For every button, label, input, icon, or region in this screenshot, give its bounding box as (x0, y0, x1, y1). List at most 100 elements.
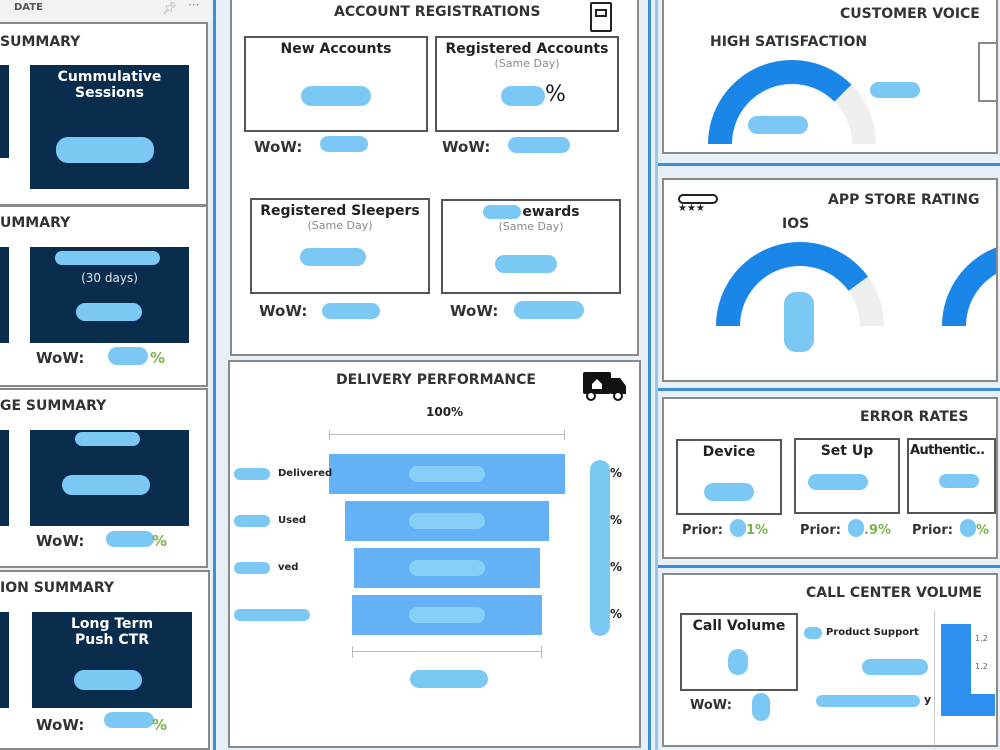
prior-label: Prior: (912, 523, 953, 538)
gauge-fill (716, 242, 868, 326)
redacted-value (108, 347, 148, 365)
delivery-performance-panel: DELIVERY PERFORMANCE 100% Delivered % Us… (228, 360, 641, 748)
partial-kpi-card (0, 247, 9, 343)
funnel-top-label: 100% (426, 405, 464, 419)
redacted-label (234, 468, 270, 480)
redacted-value (808, 474, 868, 490)
redacted-value (848, 519, 864, 537)
card-subtitle: (Same Day) (498, 220, 564, 233)
redacted-value (106, 531, 154, 547)
card-subtitle: (Same Day) (494, 57, 560, 70)
redacted-value (752, 693, 770, 721)
pin-icon[interactable]: 📌︎ (162, 1, 178, 15)
panel-title: GE SUMMARY (0, 398, 107, 414)
redacted-value (728, 649, 748, 675)
redacted-value (74, 670, 142, 690)
redacted-value (322, 303, 380, 319)
users-online-card: (30 days) (30, 247, 189, 343)
wow-label: WoW: (36, 532, 85, 550)
redacted-title (75, 432, 140, 446)
delivery-truck-icon (583, 372, 626, 401)
funnel-bar[interactable] (345, 501, 549, 541)
funnel-bar[interactable] (352, 595, 542, 635)
rewards-card: ewards(Same Day) (441, 199, 621, 294)
ios-rating-gauge (716, 242, 884, 326)
panel-title: UMMARY (0, 215, 71, 231)
redacted-label (234, 515, 270, 527)
redacted-value (62, 475, 150, 495)
redacted-label (234, 609, 310, 621)
funnel-top-bracket (329, 430, 565, 440)
funnel-pct-suffix: % (610, 560, 623, 574)
redacted-value (409, 560, 485, 576)
funnel-bar[interactable] (354, 548, 540, 588)
redacted-values (590, 460, 610, 636)
divider (658, 565, 1000, 568)
redacted-value (784, 292, 814, 352)
high-satisfaction-gauge (708, 59, 876, 144)
filter-header: DATE 📌︎ ··· (0, 0, 212, 20)
chart-bar (971, 694, 995, 716)
wow-label: WoW: (690, 698, 732, 713)
wow-label: WoW: (259, 302, 308, 320)
funnel-stage-label: Delivered (278, 468, 333, 479)
account-registrations-panel: ACCOUNT REGISTRATIONS New Accounts Regis… (230, 0, 639, 356)
card-label: Call Volume (692, 618, 786, 634)
device-error-card: Device (676, 439, 782, 515)
redacted-value (730, 519, 746, 537)
call-volume-card: Call Volume (680, 613, 798, 691)
panel-title: CALL CENTER VOLUME (806, 585, 982, 601)
setup-error-card: Set Up (794, 438, 900, 514)
wow-label: WoW: (442, 138, 491, 156)
card-label: ewards (522, 204, 580, 220)
card-label: Registered Sleepers (260, 203, 420, 219)
card-label: Registered Accounts (445, 41, 609, 57)
more-options-icon[interactable]: ··· (188, 0, 200, 12)
redacted-value (960, 519, 976, 537)
partial-kpi-card (0, 65, 9, 158)
registered-accounts-card: Registered Accounts(Same Day)% (435, 36, 619, 132)
divider (658, 163, 1000, 166)
kpi-card (30, 430, 189, 526)
funnel-pct-suffix: % (610, 513, 623, 527)
card-label: Authentic.. (910, 443, 985, 458)
second-rating-gauge (942, 247, 996, 326)
category-label: Product Support (826, 627, 919, 638)
divider (213, 0, 216, 750)
gauge-fill (942, 247, 996, 326)
redacted-target (870, 82, 920, 98)
panel-title: APP STORE RATING (828, 192, 980, 208)
redacted-value (409, 513, 485, 529)
redacted-value (300, 248, 366, 266)
panel-title: CUSTOMER VOICE (840, 6, 980, 22)
app-store-rating-panel: APP STORE RATING ★★★ IOS (662, 178, 998, 382)
chart-bar (941, 624, 971, 716)
axis-tick: 1.2 (975, 662, 988, 671)
redacted-value (748, 116, 808, 134)
wow-label: WoW: (36, 716, 85, 734)
redacted-value (301, 86, 371, 106)
panel-title: ERROR RATES (860, 409, 969, 425)
gauge-fill (708, 59, 852, 144)
prior-label: Prior: (682, 523, 723, 538)
summary-panel-2: UMMARY (30 days) WoW: % (0, 205, 208, 387)
redacted-label (816, 695, 920, 707)
funnel-bottom-bracket (352, 646, 542, 658)
wow-suffix: % (150, 349, 166, 367)
new-accounts-card: New Accounts (244, 36, 428, 132)
panel-title: SUMMARY (0, 34, 81, 50)
redacted-value (939, 474, 979, 488)
redacted-value (514, 301, 584, 319)
summary-panel-4: ION SUMMARY Long Term Push CTR WoW: % (0, 570, 210, 750)
funnel-bar[interactable] (329, 454, 565, 494)
panel-title: ION SUMMARY (0, 580, 115, 596)
card-label: Device (702, 444, 756, 460)
rating-stars-icon: ★★★ (678, 194, 718, 214)
partial-kpi-card (0, 430, 9, 526)
gauge-title: HIGH SATISFACTION (710, 34, 868, 50)
redacted-value (409, 466, 485, 482)
registered-sleepers-card: Registered Sleepers(Same Day) (250, 198, 430, 294)
prior-suffix: 1% (746, 523, 769, 538)
redacted-value (76, 303, 142, 321)
redacted-value (56, 137, 154, 163)
